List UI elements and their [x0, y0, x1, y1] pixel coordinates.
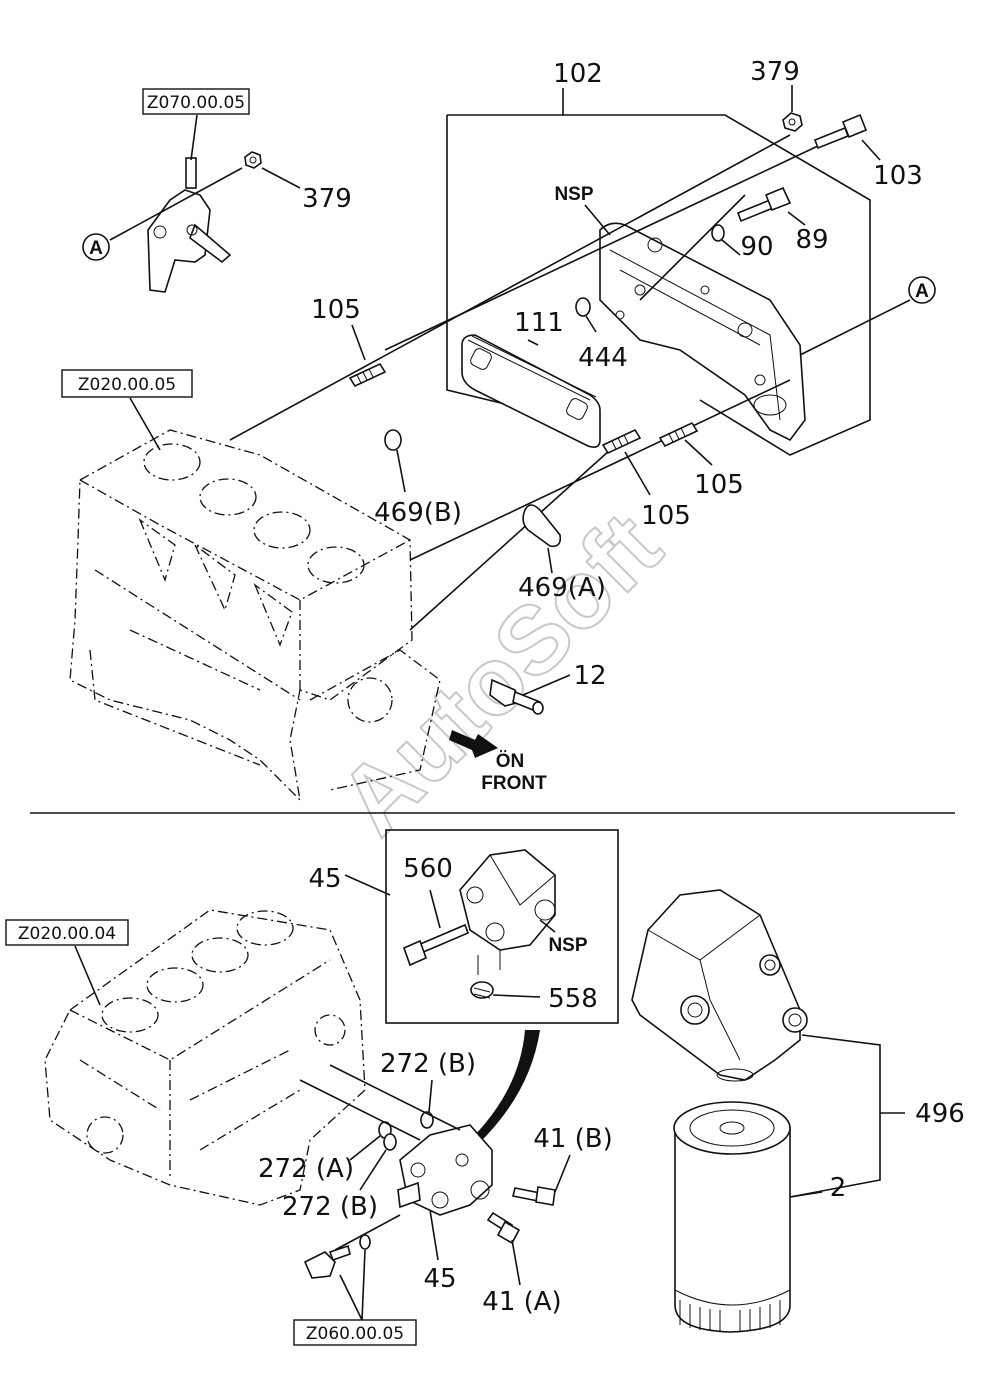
label-89: 89 — [795, 225, 828, 255]
bolt-560 — [402, 923, 470, 967]
bolt-41b — [512, 1186, 556, 1206]
fitting-12 — [489, 678, 544, 715]
stud-105-mid — [601, 428, 642, 455]
stud-105-right — [658, 421, 699, 448]
ref-z020-top-text: Z020.00.05 — [78, 375, 176, 395]
circle-a-top — [908, 276, 936, 304]
ref-z060[interactable]: Z060.00.05 — [293, 1319, 417, 1346]
cylinder-block-bottom — [44, 909, 366, 1206]
detail-inset-box — [385, 829, 619, 1024]
cooler-cover — [599, 222, 806, 442]
gasket-469a — [522, 504, 562, 548]
label-45-top: 45 — [308, 864, 341, 894]
label-circle-a-top: A — [915, 281, 929, 302]
label-560: 560 — [403, 854, 453, 884]
label-front-2: FRONT — [481, 773, 547, 794]
bolt-41a — [486, 1211, 521, 1245]
detail-arrow-icon — [470, 1030, 540, 1146]
label-41b: 41 (B) — [533, 1124, 612, 1154]
label-469b: 469(B) — [374, 498, 462, 528]
ref-z070-text: Z070.00.05 — [147, 93, 245, 113]
oil-filter-base-detail — [459, 849, 556, 951]
oil-filter-base-45 — [397, 1124, 493, 1216]
nut-379-top — [782, 112, 803, 132]
label-45-bottom: 45 — [423, 1264, 456, 1294]
ref-z020-bottom[interactable]: Z020.00.04 — [5, 919, 129, 946]
front-arrow-icon — [449, 730, 498, 758]
bolt-103 — [813, 113, 868, 150]
label-111: 111 — [514, 308, 564, 338]
nut-379-left — [244, 151, 262, 169]
label-558: 558 — [548, 984, 598, 1014]
washer-sensor — [359, 1234, 371, 1250]
oring-469b — [384, 429, 402, 451]
thermostat-housing — [147, 157, 232, 293]
stud-105-left — [348, 362, 387, 388]
ref-z060-text: Z060.00.05 — [306, 1324, 404, 1344]
label-379-left: 379 — [302, 184, 352, 214]
cooler-element-111 — [461, 334, 601, 448]
cylinder-block-top — [69, 429, 441, 802]
label-nsp-top: NSP — [554, 184, 593, 205]
label-circle-a-left: A — [89, 238, 103, 259]
label-90: 90 — [740, 232, 773, 262]
label-272a: 272 (A) — [258, 1154, 354, 1184]
filter-element-2 — [673, 1101, 791, 1333]
washer-90 — [711, 224, 725, 242]
label-nsp-box: NSP — [548, 935, 587, 956]
oring-272b-top — [420, 1111, 434, 1129]
label-12: 12 — [573, 661, 606, 691]
ref-z070[interactable]: Z070.00.05 — [142, 88, 250, 115]
label-103: 103 — [873, 161, 923, 191]
label-41a: 41 (A) — [482, 1287, 561, 1317]
ref-z020-top[interactable]: Z020.00.05 — [61, 369, 193, 398]
label-102: 102 — [553, 59, 603, 89]
label-272b-top: 272 (B) — [380, 1049, 476, 1079]
label-444: 444 — [578, 343, 628, 373]
ref-z020-bottom-text: Z020.00.04 — [18, 924, 116, 944]
valve-558 — [470, 950, 501, 999]
bolt-89 — [736, 186, 792, 223]
label-front-1: ÖN — [496, 751, 525, 772]
filter-head-496 — [631, 889, 808, 1082]
watermark: AutoSoft — [319, 493, 681, 855]
label-379-top: 379 — [750, 57, 800, 87]
label-105-mid: 105 — [641, 501, 691, 531]
label-272b-bottom: 272 (B) — [282, 1192, 378, 1222]
circle-a-left — [82, 233, 110, 261]
oring-444 — [575, 297, 591, 317]
label-105-right: 105 — [694, 470, 744, 500]
label-2: 2 — [830, 1173, 847, 1203]
oring-272b-bottom — [383, 1133, 397, 1151]
label-496: 496 — [915, 1099, 965, 1129]
label-469a: 469(A) — [518, 573, 606, 603]
oil-pressure-sensor — [303, 1244, 351, 1279]
label-105-left: 105 — [311, 295, 361, 325]
